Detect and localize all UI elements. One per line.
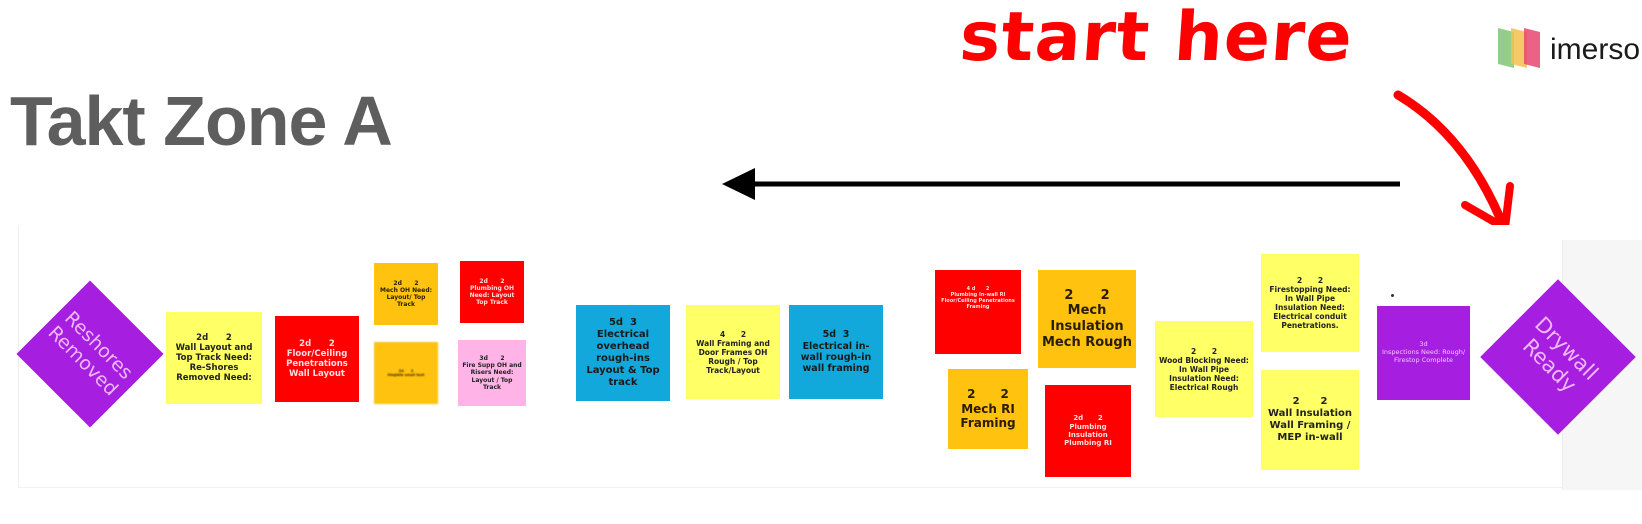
note-body: Fire Supp OH and Risers Need: Layout / T… — [462, 362, 522, 391]
note-plumbing-inwall[interactable]: 4 d 2 Plumbing In-wall RI Floor/Ceiling … — [935, 270, 1021, 354]
note-header: 2d 2 — [393, 279, 419, 287]
note-body: Inspections Need: Rough/ Firestop Comple… — [1381, 348, 1466, 364]
note-body: illegible small text — [387, 373, 425, 377]
note-header: 2d 2 — [196, 332, 232, 343]
note-mech-insulation[interactable]: 2 2 Mech Insulation Mech Rough — [1038, 270, 1136, 368]
milestone-label: Drywall Ready — [1517, 312, 1603, 398]
note-header: 2d 2 — [1073, 414, 1103, 423]
note-body: Firestopping Need: In Wall Pipe Insulati… — [1269, 285, 1351, 330]
note-body: Plumbing Insulation Plumbing RI — [1064, 422, 1112, 448]
note-body: Wall Framing and Door Frames OH Rough / … — [696, 338, 770, 375]
note-header: 4 d 2 — [966, 286, 990, 292]
note-header: 2 2 — [1064, 287, 1110, 303]
note-header: 3d — [1419, 340, 1428, 349]
note-header: 2d 2 — [299, 338, 335, 349]
note-body: Mech OH Need: Layout/ Top Track — [379, 286, 433, 309]
note-body: Wall Layout and Top Track Need: Re-Shore… — [175, 342, 253, 384]
note-fire-supp[interactable]: 3d 2 Fire Supp OH and Risers Need: Layou… — [458, 340, 526, 406]
note-header: 2 2 — [967, 387, 1009, 402]
note-header: 2d 2 — [479, 277, 505, 285]
note-inspections[interactable]: 3d Inspections Need: Rough/ Firestop Com… — [1377, 306, 1470, 400]
start-here-arrow-icon — [1393, 90, 1514, 232]
page-title: Takt Zone A — [10, 82, 393, 160]
milestone-label: Reshores Removed — [43, 307, 137, 401]
flow-direction-arrow-icon — [722, 168, 1400, 200]
note-electrical-inwall[interactable]: 5d 3 Electrical in-wall rough-in wall fr… — [789, 305, 883, 399]
note-header: 2 2 — [1190, 346, 1218, 356]
note-mech-small[interactable]: 2d 2 illegible small text — [374, 342, 438, 404]
marker-dot — [1391, 294, 1394, 297]
note-wall-layout[interactable]: 2d 2 Wall Layout and Top Track Need: Re-… — [166, 312, 262, 404]
note-body: Mech Insulation Mech Rough — [1042, 303, 1132, 350]
note-wall-framing[interactable]: 4 2 Wall Framing and Door Frames OH Roug… — [686, 305, 780, 399]
note-mech-ri[interactable]: 2 2 Mech RI Framing — [948, 369, 1028, 449]
note-body: Wall Insulation Wall Framing / MEP in-wa… — [1267, 408, 1353, 443]
note-header: 2d 2 — [398, 368, 414, 373]
imerso-logo: imerso — [1498, 28, 1641, 70]
note-header: 3d 2 — [479, 355, 505, 363]
note-header: 4 2 — [719, 329, 747, 339]
note-header: 2 2 — [1292, 396, 1328, 407]
note-body: Floor/Ceiling Penetrations Wall Layout — [286, 348, 348, 380]
note-header: 2 2 — [1296, 276, 1324, 285]
logo-text: imerso — [1550, 33, 1641, 66]
note-body: Plumbing OH Need: Layout Top Track — [469, 284, 515, 307]
note-body: Electrical in-wall rough-in wall framing — [800, 340, 872, 375]
note-firestopping[interactable]: 2 2 Firestopping Need: In Wall Pipe Insu… — [1261, 254, 1359, 352]
note-header: 5d 3 — [822, 329, 850, 341]
note-body: Mech RI Framing — [960, 401, 1016, 431]
note-electrical-overhead[interactable]: 5d 3 Electrical overhead rough-ins Layou… — [576, 305, 670, 401]
note-header: 5d 3 — [608, 317, 638, 328]
note-wall-insulation[interactable]: 2 2 Wall Insulation Wall Framing / MEP i… — [1261, 370, 1359, 470]
note-floor-ceiling[interactable]: 2d 2 Floor/Ceiling Penetrations Wall Lay… — [275, 316, 359, 402]
note-mech-oh[interactable]: 2d 2 Mech OH Need: Layout/ Top Track — [374, 263, 438, 325]
note-body: Electrical overhead rough-ins Layout & T… — [586, 329, 660, 388]
note-body: Plumbing In-wall RI Floor/Ceiling Penetr… — [941, 292, 1015, 310]
note-body: Wood Blocking Need: In Wall Pipe Insulat… — [1159, 355, 1249, 392]
note-plumbing-insulation[interactable]: 2d 2 Plumbing Insulation Plumbing RI — [1045, 385, 1131, 477]
note-wood-blocking[interactable]: 2 2 Wood Blocking Need: In Wall Pipe Ins… — [1155, 321, 1253, 417]
note-plumbing-oh[interactable]: 2d 2 Plumbing OH Need: Layout Top Track — [460, 261, 524, 323]
start-here-annotation: start here — [957, 0, 1356, 77]
imerso-logo-icon — [1498, 28, 1544, 70]
